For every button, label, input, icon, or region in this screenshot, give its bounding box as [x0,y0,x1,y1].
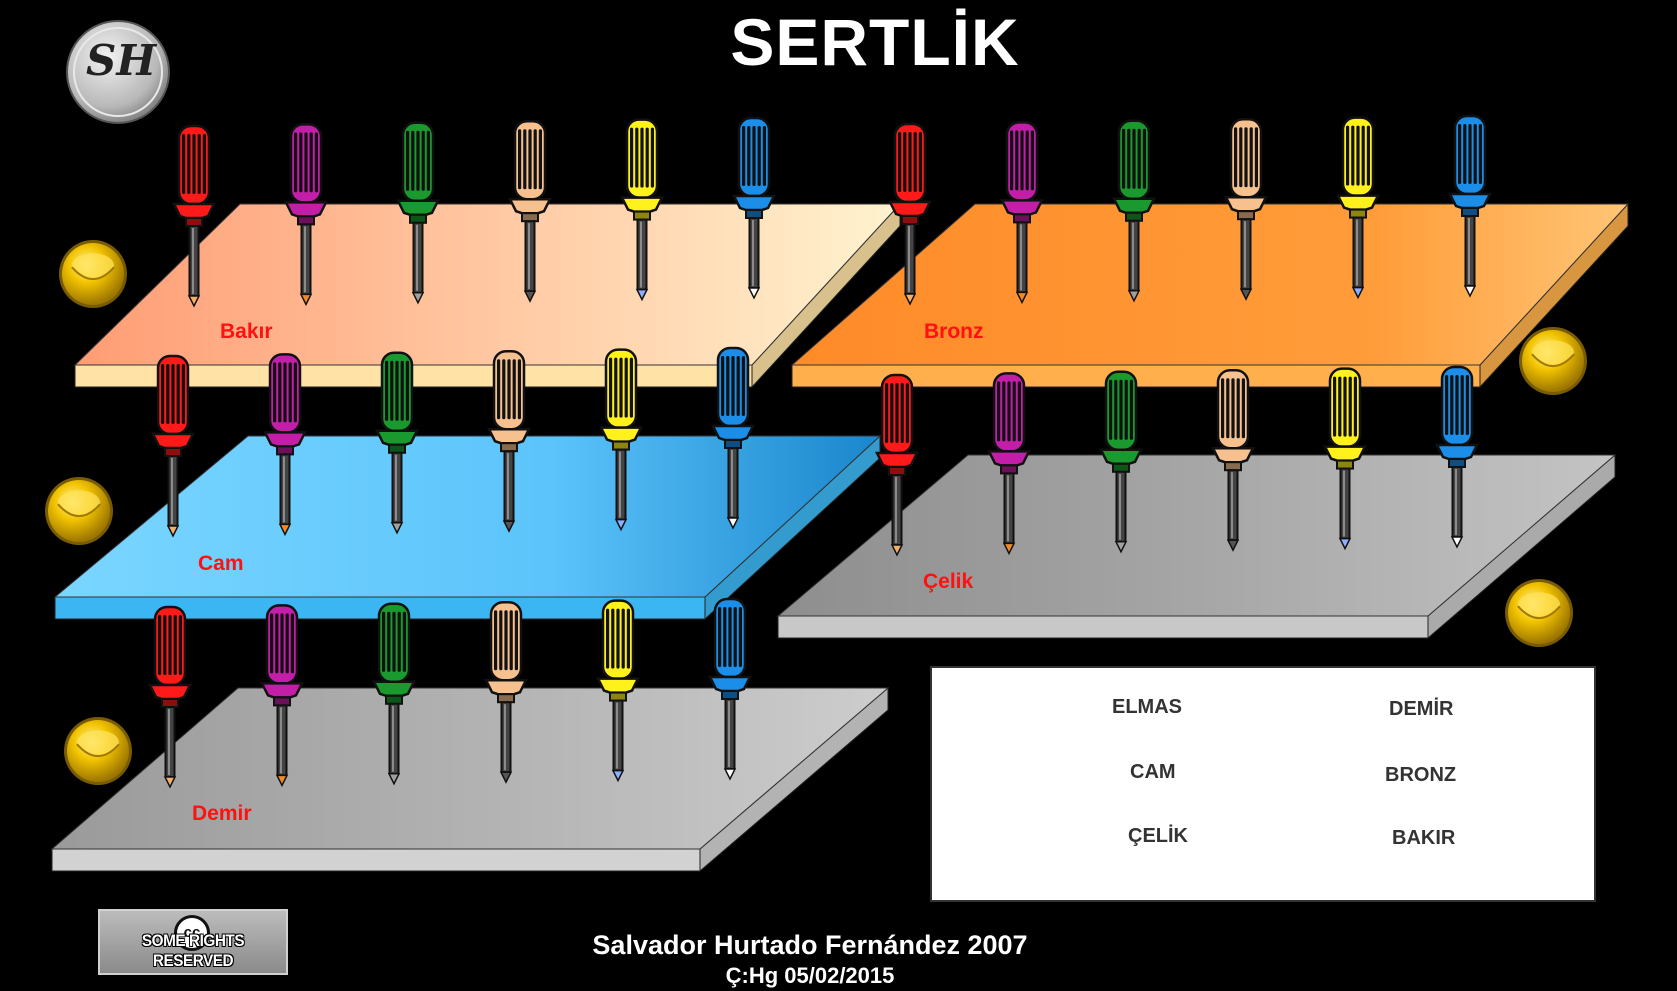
screwdriver-bakir-5 [731,116,777,300]
gold-coin-icon [64,717,132,785]
cc-icon: cc [174,915,210,951]
plate-label-cam: Cam [198,552,244,575]
legend-label: DEMİR [1389,698,1454,720]
screwdriver-cam-4 [598,348,644,532]
plate-label-demir: Demir [192,802,252,825]
plate-celik: Çelik [776,365,1617,640]
gold-coin-icon [1519,327,1587,395]
plate-label-bronz: Bronz [924,320,984,343]
screwdriver-bronz-1 [999,121,1045,305]
plate-bronz: Bronz [790,114,1630,389]
screwdriver-celik-5 [1434,365,1480,549]
screwdriver-bronz-3 [1223,117,1269,301]
screwdriver-celik-3 [1210,368,1256,552]
screwdriver-bronz-2 [1111,119,1157,303]
cc-license-badge[interactable]: cc SOME RIGHTS RESERVED [98,909,288,975]
legend-label: BAKIR [1392,827,1456,849]
screwdriver-demir-2 [371,602,417,786]
screwdriver-row-celik [874,365,1480,557]
screwdriver-demir-5 [707,597,753,781]
screwdriver-celik-2 [1098,370,1144,554]
screwdriver-bronz-4 [1335,116,1381,300]
plate-bakir: Bakır [73,116,902,389]
date-credit: Ç:Hg 05/02/2015 [725,963,895,988]
plate-cam: Cam [53,346,882,621]
screwdriver-row-bakir [171,116,777,308]
screwdriver-bakir-0 [171,124,217,308]
author-credit: Salvador Hurtado Fernández 2007 [592,930,1028,960]
screwdriver-bakir-1 [283,123,329,307]
screwdriver-bakir-3 [507,119,553,303]
screwdriver-row-bronz [887,114,1493,306]
screwdriver-bronz-5 [1447,114,1493,298]
gold-coin-icon [1505,579,1573,647]
legend-box [930,666,1596,902]
logo-monogram: SH [85,36,156,85]
screwdriver-cam-5 [710,346,756,530]
legend-label: ÇELİK [1128,825,1188,847]
plate-label-bakir: Bakır [220,320,273,343]
cc-license-text: SOME RIGHTS RESERVED [141,931,245,970]
screwdriver-bronz-0 [887,122,933,306]
screwdriver-bakir-2 [395,121,441,305]
screwdriver-cam-1 [262,353,308,537]
gold-coin-icon [45,477,113,545]
screwdriver-cam-0 [150,354,196,538]
screwdriver-row-demir [147,597,753,789]
logo-disc-icon [66,20,170,124]
gold-coin-icon [59,240,127,308]
screwdriver-cam-2 [374,351,420,535]
legend-label: CAM [1130,761,1176,783]
screwdriver-celik-1 [986,372,1032,556]
plate-demir: Demir [50,597,890,873]
legend-label: BRONZ [1385,764,1457,786]
screwdriver-cam-3 [486,349,532,533]
page-title: SERTLİK [730,5,1020,79]
screwdriver-celik-4 [1322,367,1368,551]
screwdriver-bakir-4 [619,118,665,302]
screwdriver-demir-3 [483,600,529,784]
legend-label: ELMAS [1112,696,1182,718]
screwdriver-demir-4 [595,599,641,783]
screwdriver-celik-0 [874,373,920,557]
plate-label-celik: Çelik [923,570,974,593]
screwdriver-row-cam [150,346,756,538]
screwdriver-demir-0 [147,605,193,789]
screwdriver-demir-1 [259,604,305,788]
